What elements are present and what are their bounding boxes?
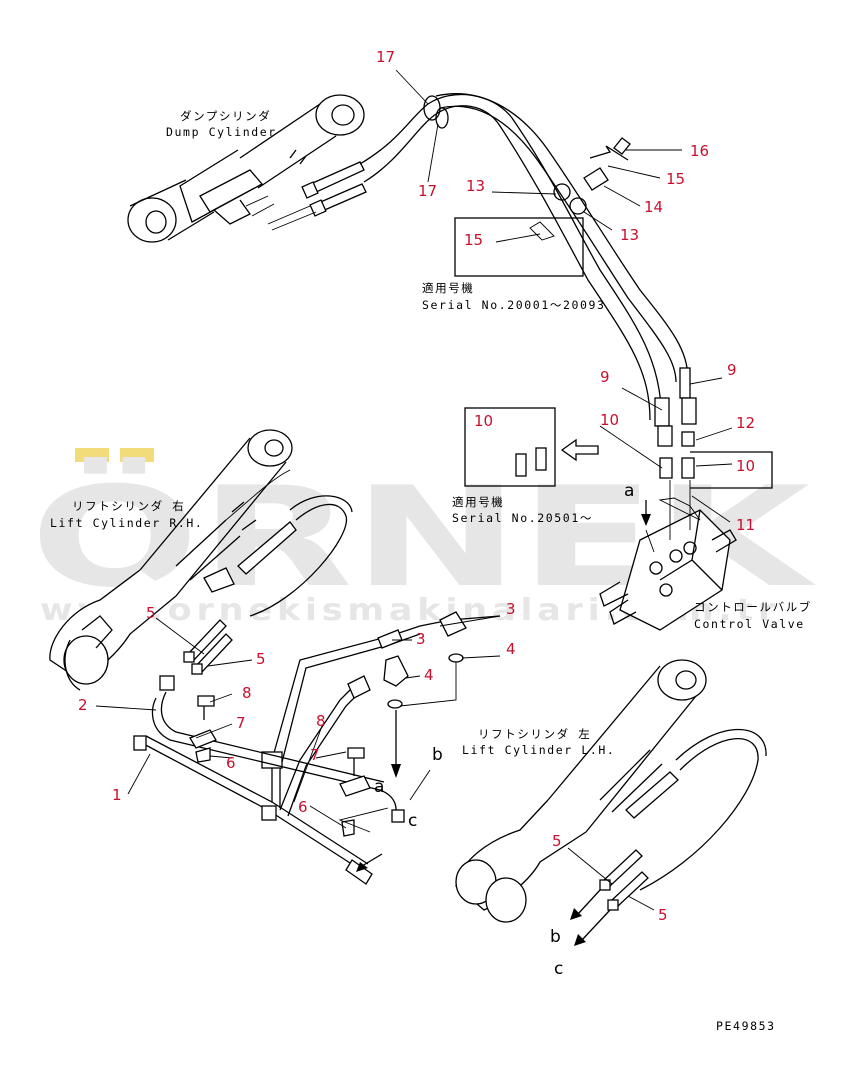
- applicable-serial-2-en: Serial No.20501～: [452, 511, 593, 525]
- callout-15-inset: 15: [464, 231, 483, 249]
- arrow-left-icon: [560, 438, 599, 462]
- flow-letter-c-right: c: [554, 959, 563, 979]
- callout-7-right: 7: [310, 746, 320, 764]
- callout-11: 11: [736, 516, 755, 534]
- callout-9-right: 9: [727, 361, 737, 379]
- callout-17-top: 17: [376, 48, 395, 66]
- callout-10-right: 10: [736, 457, 755, 475]
- control-valve-label-en: Control Valve: [694, 617, 805, 631]
- watermark-umlaut-dot: [120, 448, 154, 462]
- callout-4-right: 4: [506, 640, 516, 658]
- drawing-number: PE49853: [716, 1019, 776, 1033]
- callout-10-middle: 10: [600, 411, 619, 429]
- callout-2: 2: [78, 696, 88, 714]
- flow-letter-c-left: c: [408, 811, 417, 831]
- callout-10-inset: 10: [474, 412, 493, 430]
- callout-5-rh-bottom: 5: [256, 650, 266, 668]
- inset-box-serial-2: [464, 407, 556, 487]
- callout-4-left: 4: [424, 666, 434, 684]
- dump-cylinder-label-jp: ダンプシリンダ: [180, 109, 271, 123]
- applicable-serial-1-jp: 適用号機: [422, 281, 474, 295]
- dump-cylinder: [127, 94, 367, 243]
- callout-15: 15: [666, 170, 685, 188]
- callout-5-lh-top: 5: [552, 832, 562, 850]
- callout-3-left: 3: [416, 630, 426, 648]
- callout-numbers: 17 17 16 15 15 14 13 13 9 9 12 10 10 10 …: [78, 48, 755, 924]
- callout-13-left: 13: [466, 177, 485, 195]
- dump-hoses: [359, 93, 697, 479]
- control-valve: [599, 480, 737, 631]
- callout-7-left: 7: [236, 714, 246, 732]
- callout-8-left: 8: [242, 684, 252, 702]
- callout-13-right: 13: [620, 226, 639, 244]
- callout-9-left: 9: [600, 368, 610, 386]
- lift-cylinder-rh: [49, 429, 353, 691]
- lift-rh-hoses: [183, 619, 233, 675]
- dump-cylinder-label-en: Dump Cylinder: [166, 125, 277, 139]
- callout-17-bottom: 17: [418, 182, 437, 200]
- callout-3-right: 3: [506, 600, 516, 618]
- lift-cylinder-rh-label-jp: リフトシリンダ 右: [72, 499, 185, 513]
- applicable-serial-2-jp: 適用号機: [452, 495, 504, 509]
- flow-arrows: [338, 500, 651, 946]
- flow-letter-a-bottom: a: [374, 777, 384, 797]
- watermark-umlaut-dot: [75, 448, 109, 462]
- lift-cylinder-rh-label-en: Lift Cylinder R.H.: [50, 516, 203, 530]
- lift-cylinder-lh-label-jp: リフトシリンダ 左: [478, 727, 591, 741]
- callout-1: 1: [112, 786, 122, 804]
- callout-8-right: 8: [316, 712, 326, 730]
- callout-6-right: 6: [298, 798, 308, 816]
- flow-letter-b-left: b: [432, 745, 443, 765]
- inset-box-serial-1: [454, 217, 584, 277]
- callout-5-rh-top: 5: [146, 604, 156, 622]
- lift-cylinder-lh: [455, 659, 767, 923]
- lift-piping: [133, 611, 501, 885]
- callout-12: 12: [736, 414, 755, 432]
- callout-6-left: 6: [226, 754, 236, 772]
- callout-16: 16: [690, 142, 709, 160]
- control-valve-label-jp: コントロールバルブ: [694, 600, 812, 614]
- callout-14: 14: [644, 198, 663, 216]
- callout-5-lh-bottom: 5: [658, 906, 668, 924]
- applicable-serial-1-en: Serial No.20001～20093: [422, 298, 606, 312]
- flow-letter-b-right: b: [550, 927, 561, 947]
- flow-letter-a-top: a: [624, 481, 634, 501]
- lift-cylinder-lh-label-en: Lift Cylinder L.H.: [462, 743, 615, 757]
- leader-lines: [95, 69, 733, 911]
